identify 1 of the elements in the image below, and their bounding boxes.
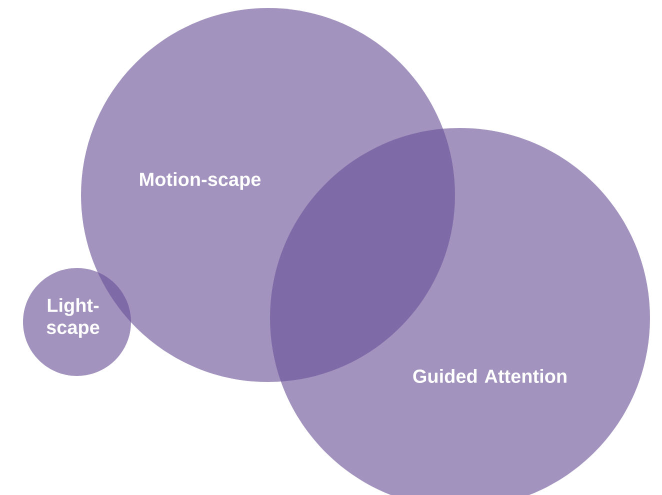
node-label: Motion-scape bbox=[140, 172, 261, 190]
